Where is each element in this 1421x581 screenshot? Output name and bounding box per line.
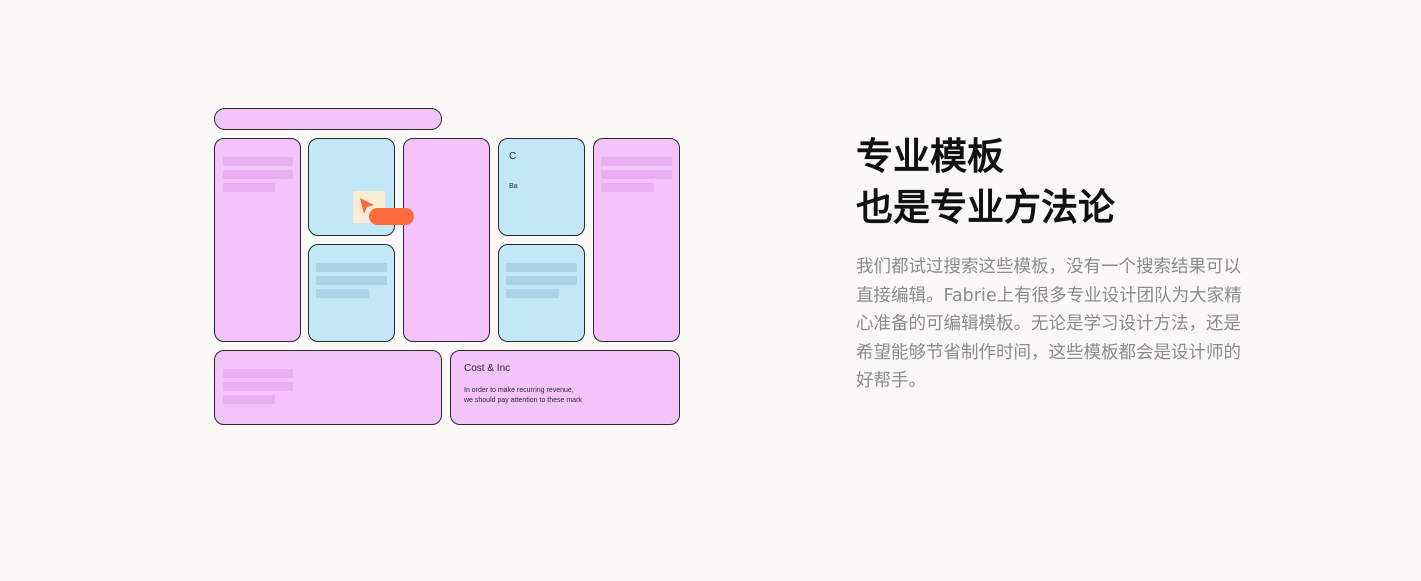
placeholder-line: [506, 263, 577, 272]
template-card-col1: [214, 138, 301, 342]
placeholder-line: [601, 157, 672, 166]
cost-card-line-2: we should pay attention to these mark: [464, 397, 582, 404]
feature-description: 我们都试过搜索这些模板，没有一个搜索结果可以直接编辑。Fabrie上有很多专业设…: [856, 257, 1242, 391]
template-card-col4-bottom: [498, 244, 585, 342]
card-letter: C: [509, 151, 517, 162]
placeholder-line: [506, 289, 559, 298]
cost-card-line-1: In order to make recurring revenue,: [464, 387, 574, 394]
placeholder-line: [316, 263, 387, 272]
template-card-cost: Cost & Inc In order to make recurring re…: [450, 350, 680, 425]
placeholder-line: [316, 289, 369, 298]
template-card-col2-bottom: [308, 244, 395, 342]
feature-text-block: 专业模板 也是专业方法论 我们都试过搜索这些模板，没有一个搜索结果可以直接编辑。…: [856, 131, 1276, 396]
feature-heading-line-2: 也是专业方法论: [856, 186, 1115, 229]
cost-card-title: Cost & Inc: [464, 363, 511, 374]
placeholder-line: [601, 183, 654, 192]
placeholder-line: [223, 382, 293, 391]
feature-heading: 专业模板 也是专业方法论: [856, 131, 1276, 233]
placeholder-line: [223, 183, 275, 192]
placeholder-line: [316, 276, 387, 285]
placeholder-line: [506, 276, 577, 285]
card-sub-text: Ba: [509, 183, 518, 190]
template-title-bar: [214, 108, 442, 130]
cursor-arrow-icon: [360, 198, 374, 214]
template-card-col3: [403, 138, 490, 342]
placeholder-line: [223, 170, 293, 179]
placeholder-line: [223, 395, 275, 404]
template-card-col5: [593, 138, 680, 342]
collaborator-cursor-label: [369, 208, 414, 225]
template-card-col4-top: C Ba: [498, 138, 585, 236]
template-preview-canvas: C Ba Cost & Inc In order to make recurri…: [213, 107, 681, 427]
template-card-bottom-left: [214, 350, 442, 425]
placeholder-line: [223, 157, 293, 166]
placeholder-line: [223, 369, 293, 378]
feature-heading-line-1: 专业模板: [856, 135, 1004, 178]
placeholder-line: [601, 170, 672, 179]
